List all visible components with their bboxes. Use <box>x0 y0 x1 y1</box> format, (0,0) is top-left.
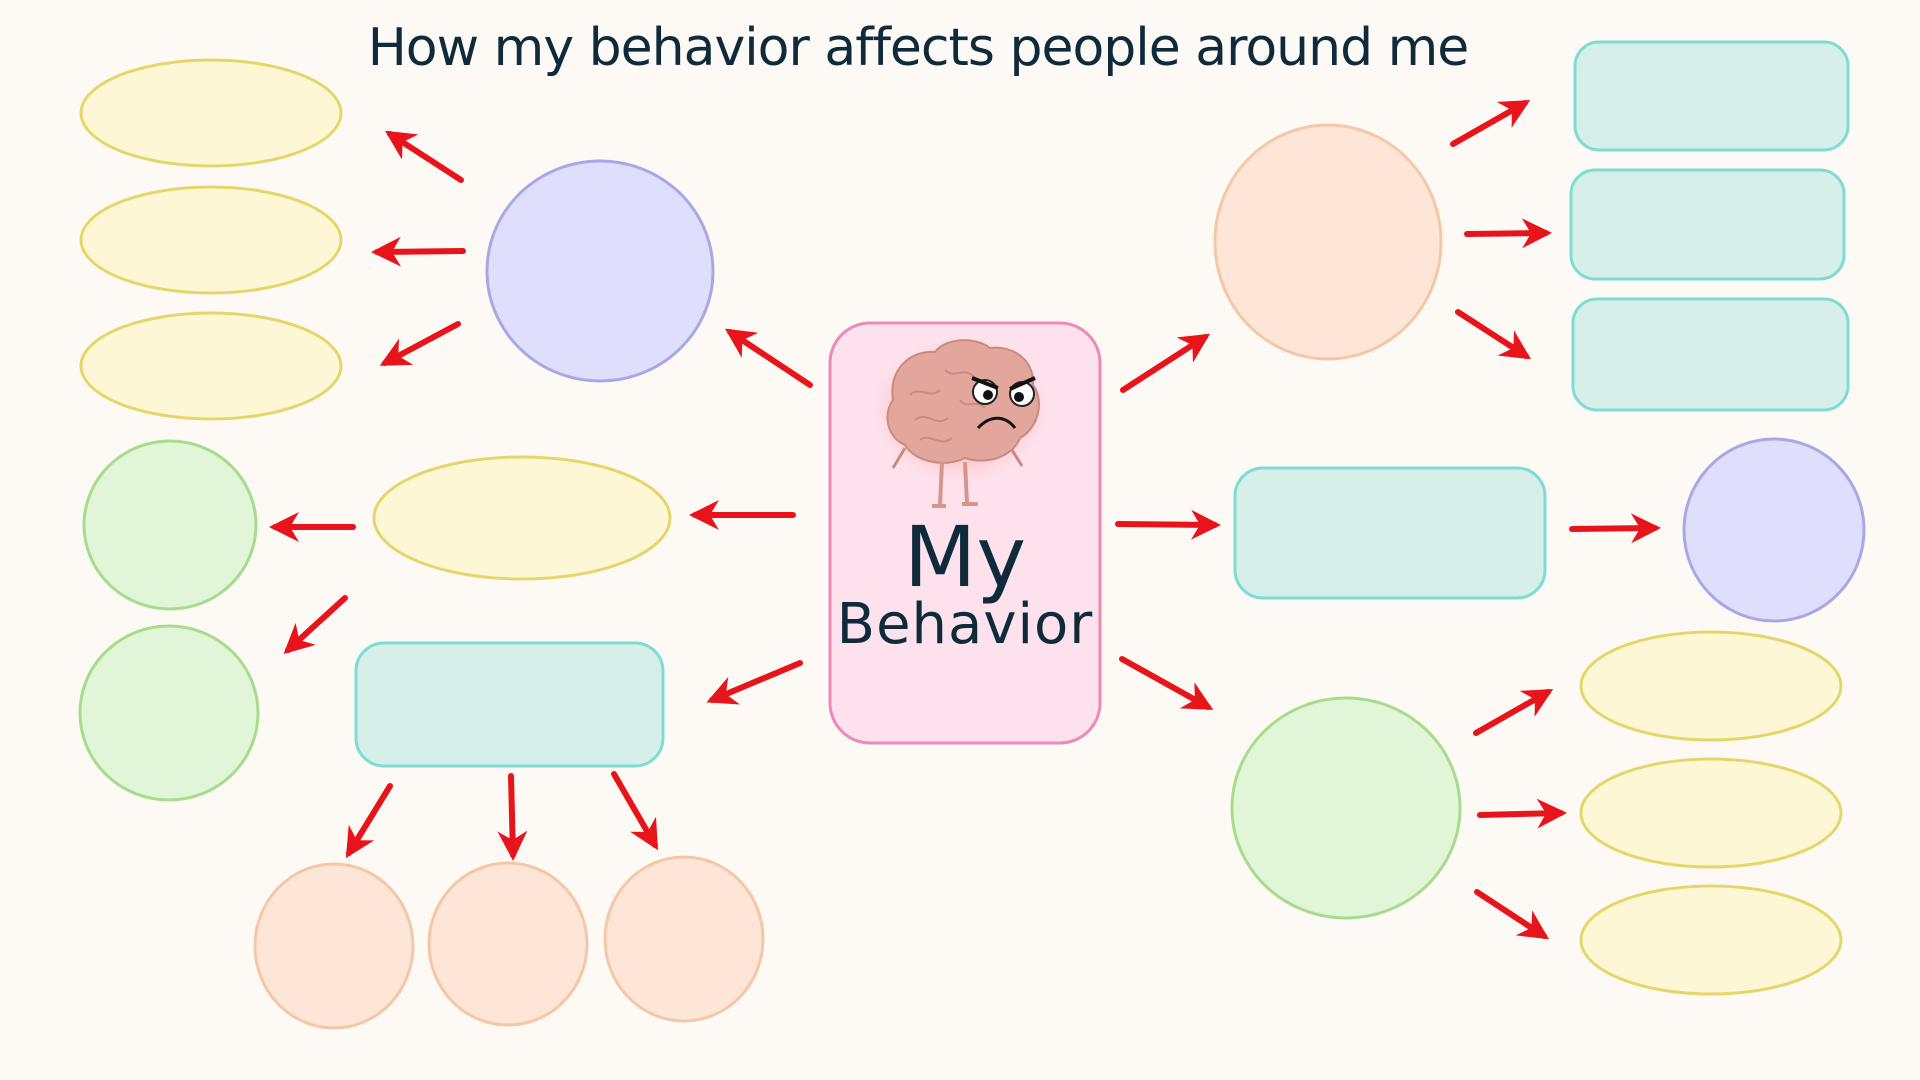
arrow <box>724 328 813 388</box>
yellow-ellipse-node <box>1579 884 1843 996</box>
arrow <box>1450 100 1531 147</box>
purple-circle-node <box>1682 437 1866 623</box>
peach-circle-node <box>603 855 765 1023</box>
arrow <box>706 660 803 705</box>
peach-circle-node <box>1213 123 1443 361</box>
arrow <box>1455 309 1532 360</box>
yellow-ellipse-node <box>372 455 672 581</box>
teal-box-node <box>354 641 665 768</box>
arrow <box>1474 889 1550 940</box>
teal-box-node <box>1573 40 1850 152</box>
center-title-line-2: Behavior <box>836 592 1094 657</box>
yellow-ellipse-node <box>1579 757 1843 869</box>
peach-circle-node <box>253 862 415 1030</box>
teal-box-node <box>1233 466 1547 600</box>
yellow-ellipse-node <box>1579 630 1843 742</box>
arrow <box>1473 689 1554 736</box>
purple-circle-node <box>485 159 715 383</box>
arrow <box>345 783 393 859</box>
angry-brain-icon <box>870 335 1050 508</box>
teal-box-node <box>1571 297 1850 412</box>
arrow <box>1464 218 1552 249</box>
peach-circle-node <box>427 861 589 1027</box>
green-circle-node <box>1230 696 1462 920</box>
center-title-line-1: My <box>903 508 1027 606</box>
yellow-ellipse-node <box>79 58 343 168</box>
arrow <box>497 773 528 861</box>
arrow <box>371 236 466 267</box>
yellow-ellipse-node <box>79 311 343 421</box>
arrow <box>1120 333 1211 393</box>
green-circle-node <box>78 624 260 802</box>
arrow <box>283 595 348 655</box>
page-title: How my behavior affects people around me <box>367 18 1470 78</box>
green-circle-node <box>82 439 258 611</box>
teal-box-node <box>1569 168 1846 281</box>
arrow <box>1119 656 1214 710</box>
arrow <box>379 321 461 366</box>
yellow-ellipse-node <box>79 185 343 295</box>
arrow <box>611 771 659 851</box>
arrow <box>1115 509 1221 540</box>
arrow <box>1477 798 1567 829</box>
arrow <box>384 130 464 183</box>
arrow <box>1569 513 1661 544</box>
